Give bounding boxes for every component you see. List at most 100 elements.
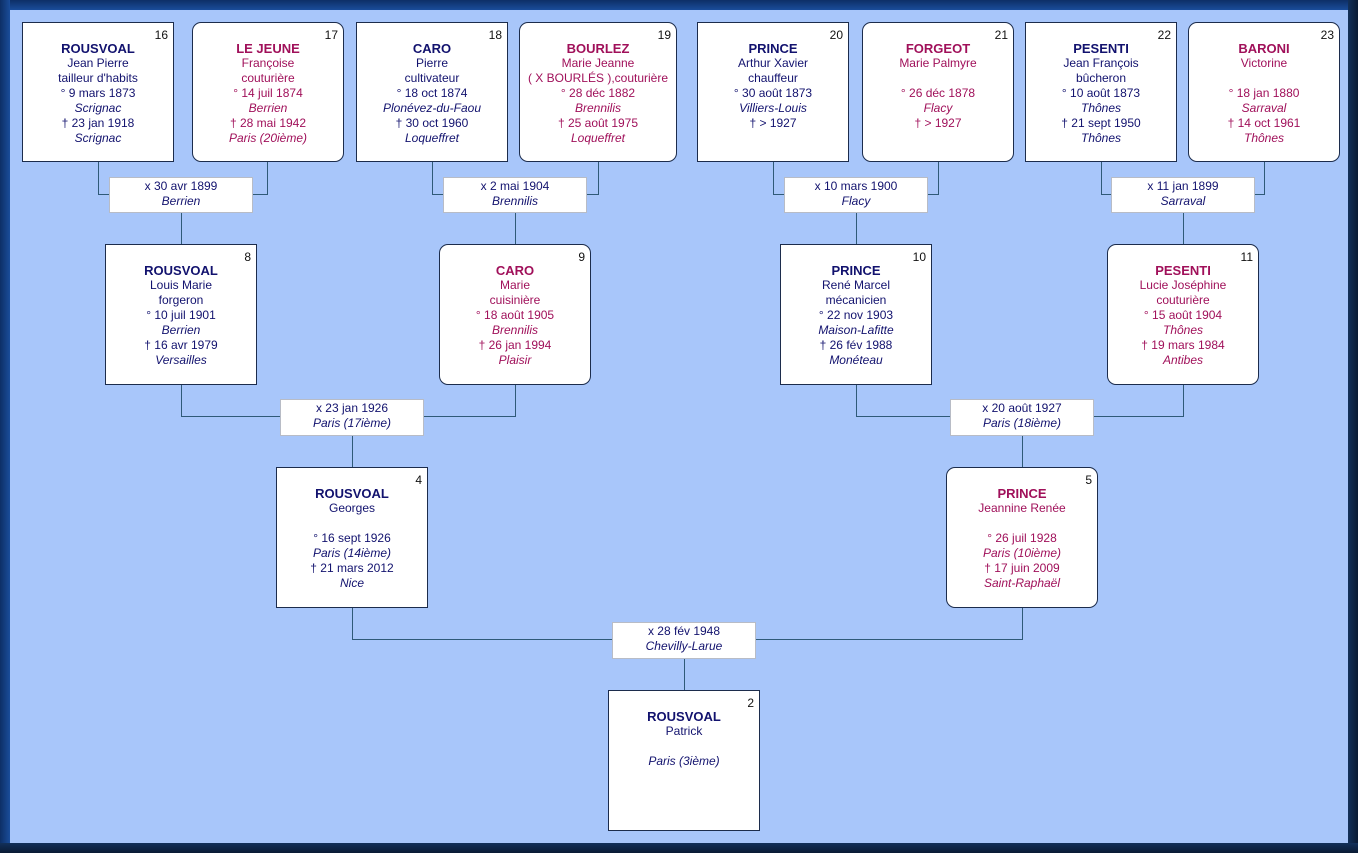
death-date: † 17 juin 2009 — [984, 561, 1060, 575]
connector-line — [98, 161, 109, 195]
birth-place: Villiers-Louis — [739, 101, 807, 115]
birth-date — [609, 739, 759, 754]
person-box-9[interactable]: 9 CARO Marie cuisinière ° 18 août 1905 B… — [439, 244, 591, 385]
death-place — [698, 131, 848, 146]
birth-place: Plonévez-du-Faou — [382, 101, 482, 115]
given-names: Marie — [499, 278, 530, 292]
person-box-16[interactable]: 16 ROUSVOAL Jean Pierre tailleur d'habit… — [22, 22, 174, 162]
surname: PESENTI — [1155, 263, 1211, 278]
person-box-8[interactable]: 8 ROUSVOAL Louis Marie forgeron ° 10 jui… — [105, 244, 257, 385]
occupation: couturière — [1156, 293, 1210, 307]
occupation — [947, 516, 1097, 531]
marriage-date: x 23 jan 1926 — [315, 401, 389, 415]
death-date: † 25 août 1975 — [557, 116, 639, 130]
person-box-22[interactable]: 22 PESENTI Jean François bûcheron ° 10 a… — [1025, 22, 1177, 162]
death-place: Scrignac — [74, 131, 122, 145]
occupation — [1189, 71, 1339, 86]
surname: PRINCE — [997, 486, 1047, 501]
occupation: chauffeur — [748, 71, 798, 85]
surname: FORGEOT — [905, 41, 971, 56]
marriage-box-20-21[interactable]: x 10 mars 1900 Flacy — [784, 177, 928, 213]
death-place: Paris (20ième) — [228, 131, 308, 145]
marriage-box-10-11[interactable]: x 20 août 1927 Paris (18ième) — [950, 399, 1094, 436]
given-names: Françoise — [241, 56, 295, 70]
marriage-date: x 2 mai 1904 — [480, 179, 550, 193]
marriage-box-22-23[interactable]: x 11 jan 1899 Sarraval — [1111, 177, 1255, 213]
sosa-number: 19 — [657, 28, 671, 42]
surname: PRINCE — [748, 41, 798, 56]
connector-line — [856, 384, 950, 417]
birth-date: ° 9 mars 1873 — [60, 86, 136, 100]
connector-line — [432, 161, 443, 195]
marriage-box-4-5[interactable]: x 28 fév 1948 Chevilly-Larue — [612, 622, 756, 659]
person-box-11[interactable]: 11 PESENTI Lucie Joséphine couturière ° … — [1107, 244, 1259, 385]
surname: BARONI — [1238, 41, 1290, 56]
death-place: Versailles — [155, 353, 207, 367]
sosa-number: 18 — [488, 28, 502, 42]
birth-date: ° 22 nov 1903 — [818, 308, 894, 322]
marriage-box-18-19[interactable]: x 2 mai 1904 Brennilis — [443, 177, 587, 213]
birth-date: ° 10 août 1873 — [1061, 86, 1141, 100]
sosa-number: 22 — [1157, 28, 1171, 42]
surname: PRINCE — [831, 263, 881, 278]
surname: ROUSVOAL — [315, 486, 389, 501]
occupation: cuisinière — [489, 293, 541, 307]
birth-date: ° 16 sept 1926 — [313, 531, 391, 545]
death-place: Thônes — [1243, 131, 1285, 145]
marriage-date: x 11 jan 1899 — [1147, 179, 1219, 193]
marriage-place: Sarraval — [1160, 194, 1206, 208]
person-box-23[interactable]: 23 BARONI Victorine ° 18 jan 1880 Sarrav… — [1188, 22, 1340, 162]
birth-date: ° 18 oct 1874 — [396, 86, 468, 100]
connector-line — [352, 607, 612, 640]
sosa-number: 9 — [578, 250, 585, 264]
occupation: cultivateur — [404, 71, 460, 85]
death-date: † > 1927 — [749, 116, 797, 130]
marriage-box-8-9[interactable]: x 23 jan 1926 Paris (17ième) — [280, 399, 424, 436]
death-date: † 26 fév 1988 — [819, 338, 893, 352]
person-box-5[interactable]: 5 PRINCE Jeannine Renée ° 26 juil 1928 P… — [946, 467, 1098, 608]
connector-line — [1101, 161, 1111, 195]
given-names: René Marcel — [821, 278, 891, 292]
surname: CARO — [412, 41, 452, 56]
given-names: Patrick — [665, 724, 703, 738]
given-names: Marie Palmyre — [899, 56, 977, 70]
person-box-20[interactable]: 20 PRINCE Arthur Xavier chauffeur ° 30 a… — [697, 22, 849, 162]
death-place: Nice — [339, 576, 364, 590]
birth-date: ° 10 juil 1901 — [146, 308, 216, 322]
marriage-box-16-17[interactable]: x 30 avr 1899 Berrien — [109, 177, 253, 213]
death-date: † 26 jan 1994 — [478, 338, 552, 352]
death-date: † 14 oct 1961 — [1227, 116, 1301, 130]
death-date: † 28 mai 1942 — [229, 116, 307, 130]
person-box-19[interactable]: 19 BOURLEZ Marie Jeanne ( X BOURLÉS ),co… — [519, 22, 677, 162]
sosa-number: 4 — [415, 473, 422, 487]
person-box-4[interactable]: 4 ROUSVOAL Georges ° 16 sept 1926 Paris … — [276, 467, 428, 608]
birth-place: Maison-Lafitte — [818, 323, 894, 337]
person-box-21[interactable]: 21 FORGEOT Marie Palmyre ° 26 déc 1878 F… — [862, 22, 1014, 162]
marriage-place: Chevilly-Larue — [645, 639, 723, 653]
death-place: Antibes — [1162, 353, 1204, 367]
birth-place: Thônes — [1080, 101, 1122, 115]
sosa-number: 10 — [912, 250, 926, 264]
person-box-2[interactable]: 2 ROUSVOAL Patrick Paris (3ième) — [608, 690, 760, 831]
birth-place: Brennilis — [491, 323, 539, 337]
frame-border-bottom — [0, 843, 1358, 853]
sosa-number: 8 — [244, 250, 251, 264]
person-box-17[interactable]: 17 LE JEUNE Françoise couturière ° 14 ju… — [192, 22, 344, 162]
occupation — [277, 516, 427, 531]
sosa-number: 20 — [829, 28, 843, 42]
birth-place: Paris (10ième) — [982, 546, 1062, 560]
given-names: Marie Jeanne — [561, 56, 635, 70]
sosa-number: 11 — [1240, 250, 1253, 264]
occupation: bûcheron — [1075, 71, 1127, 85]
connector-line — [773, 161, 784, 195]
occupation: ( X BOURLÉS ),couturière — [527, 71, 669, 85]
connector-line — [927, 161, 939, 195]
person-box-18[interactable]: 18 CARO Pierre cultivateur ° 18 oct 1874… — [356, 22, 508, 162]
marriage-place: Brennilis — [491, 194, 539, 208]
marriage-date: x 20 août 1927 — [982, 401, 1062, 415]
surname: ROUSVOAL — [647, 709, 721, 724]
person-box-10[interactable]: 10 PRINCE René Marcel mécanicien ° 22 no… — [780, 244, 932, 385]
surname: ROUSVOAL — [144, 263, 218, 278]
birth-place: Scrignac — [74, 101, 122, 115]
marriage-place: Paris (17ième) — [312, 416, 392, 430]
